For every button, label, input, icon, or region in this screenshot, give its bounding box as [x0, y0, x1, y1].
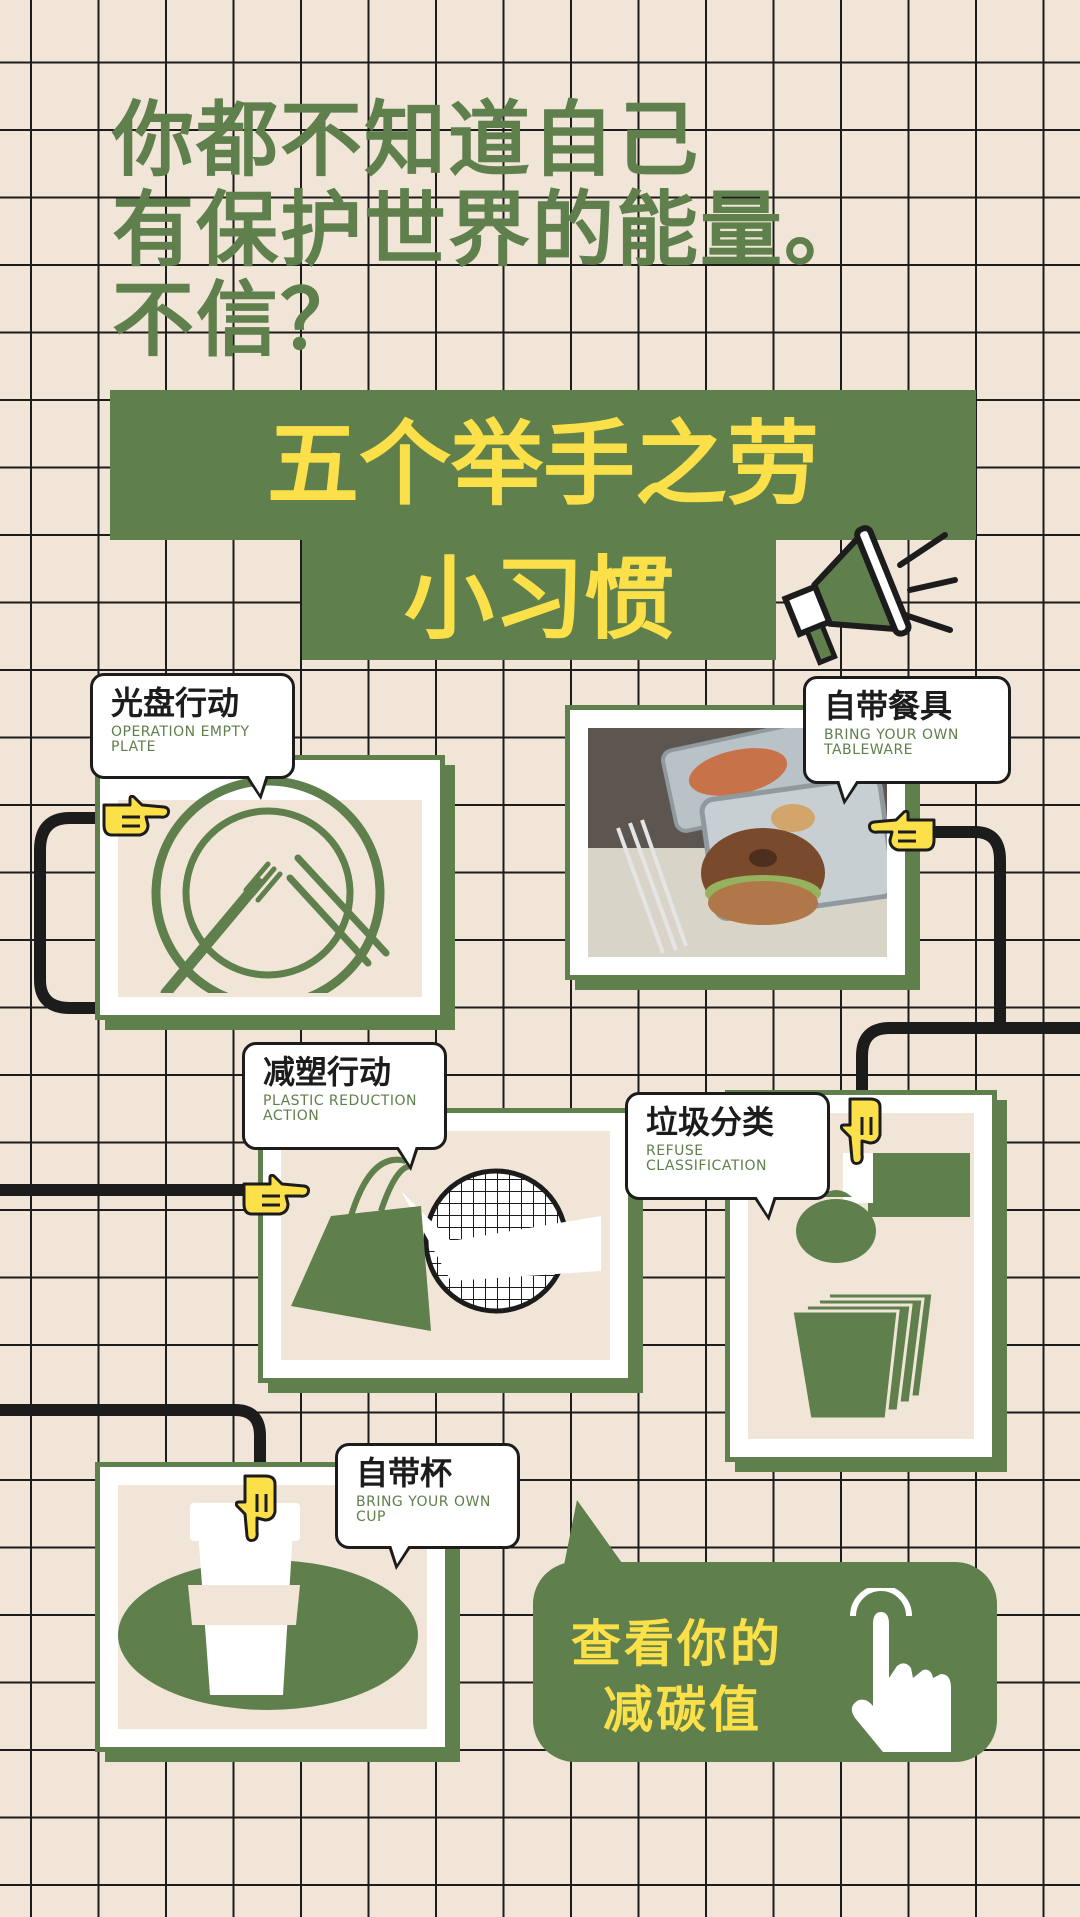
coffee-cup-icon [118, 1503, 418, 1710]
pointing-hand-icon [868, 810, 936, 852]
card-title-en: REFUSE CLASSIFICATION [646, 1143, 767, 1174]
headline-line-2: 有保护世界的能量。 [112, 183, 869, 278]
banner-title-line-1: 五个举手之劳 [110, 390, 976, 540]
card-title-en: BRING YOUR OWN TABLEWARE [824, 727, 959, 758]
bubble-refuse-classification: 垃圾分类 REFUSE CLASSIFICATION [625, 1092, 830, 1221]
megaphone-icon [781, 525, 958, 666]
bubble-empty-plate: 光盘行动 OPERATION EMPTY PLATE [90, 673, 295, 800]
pointing-hand-icon [242, 1174, 310, 1216]
pointing-hand-icon [235, 1474, 277, 1542]
card-title-cn: 自带杯 [356, 1454, 453, 1492]
plate-fork-chopsticks-icon [151, 778, 390, 993]
headline-line-1: 你都不知道自己 [112, 93, 701, 188]
cta-line-1: 查看你的 [571, 1615, 783, 1673]
card-title-cn: 减塑行动 [263, 1053, 392, 1091]
trash-bin-icon [790, 1153, 970, 1421]
bubble-plastic-reduction: 减塑行动 PLASTIC REDUCTION ACTION [242, 1042, 447, 1171]
card-plastic-reduction[interactable] [258, 1108, 633, 1383]
tote-bag-icon [291, 1156, 601, 1331]
pointing-hand-icon [840, 1097, 882, 1165]
card-title-cn: 垃圾分类 [646, 1103, 775, 1141]
tap-hand-icon [850, 1588, 951, 1752]
card-title-en: OPERATION EMPTY PLATE [111, 724, 250, 755]
cta-line-2: 减碳值 [603, 1681, 762, 1739]
bubble-own-tableware: 自带餐具 BRING YOUR OWN TABLEWARE [803, 676, 1011, 805]
banner-title-line-2: 小习惯 [302, 540, 776, 660]
check-carbon-reduction-button[interactable]: 查看你的 减碳值 [533, 1500, 997, 1762]
card-title-en: PLASTIC REDUCTION ACTION [263, 1093, 417, 1124]
pointing-hand-icon [102, 795, 170, 837]
card-own-tableware[interactable] [565, 705, 910, 980]
card-empty-plate[interactable] [95, 755, 445, 1020]
card-title-cn: 光盘行动 [111, 684, 240, 722]
card-refuse-classification[interactable] [725, 1090, 997, 1462]
card-title-cn: 自带餐具 [824, 687, 953, 725]
headline-line-3: 不信？ [112, 273, 365, 368]
card-title-en: BRING YOUR OWN CUP [356, 1494, 491, 1525]
bubble-own-cup: 自带杯 BRING YOUR OWN CUP [335, 1443, 520, 1570]
